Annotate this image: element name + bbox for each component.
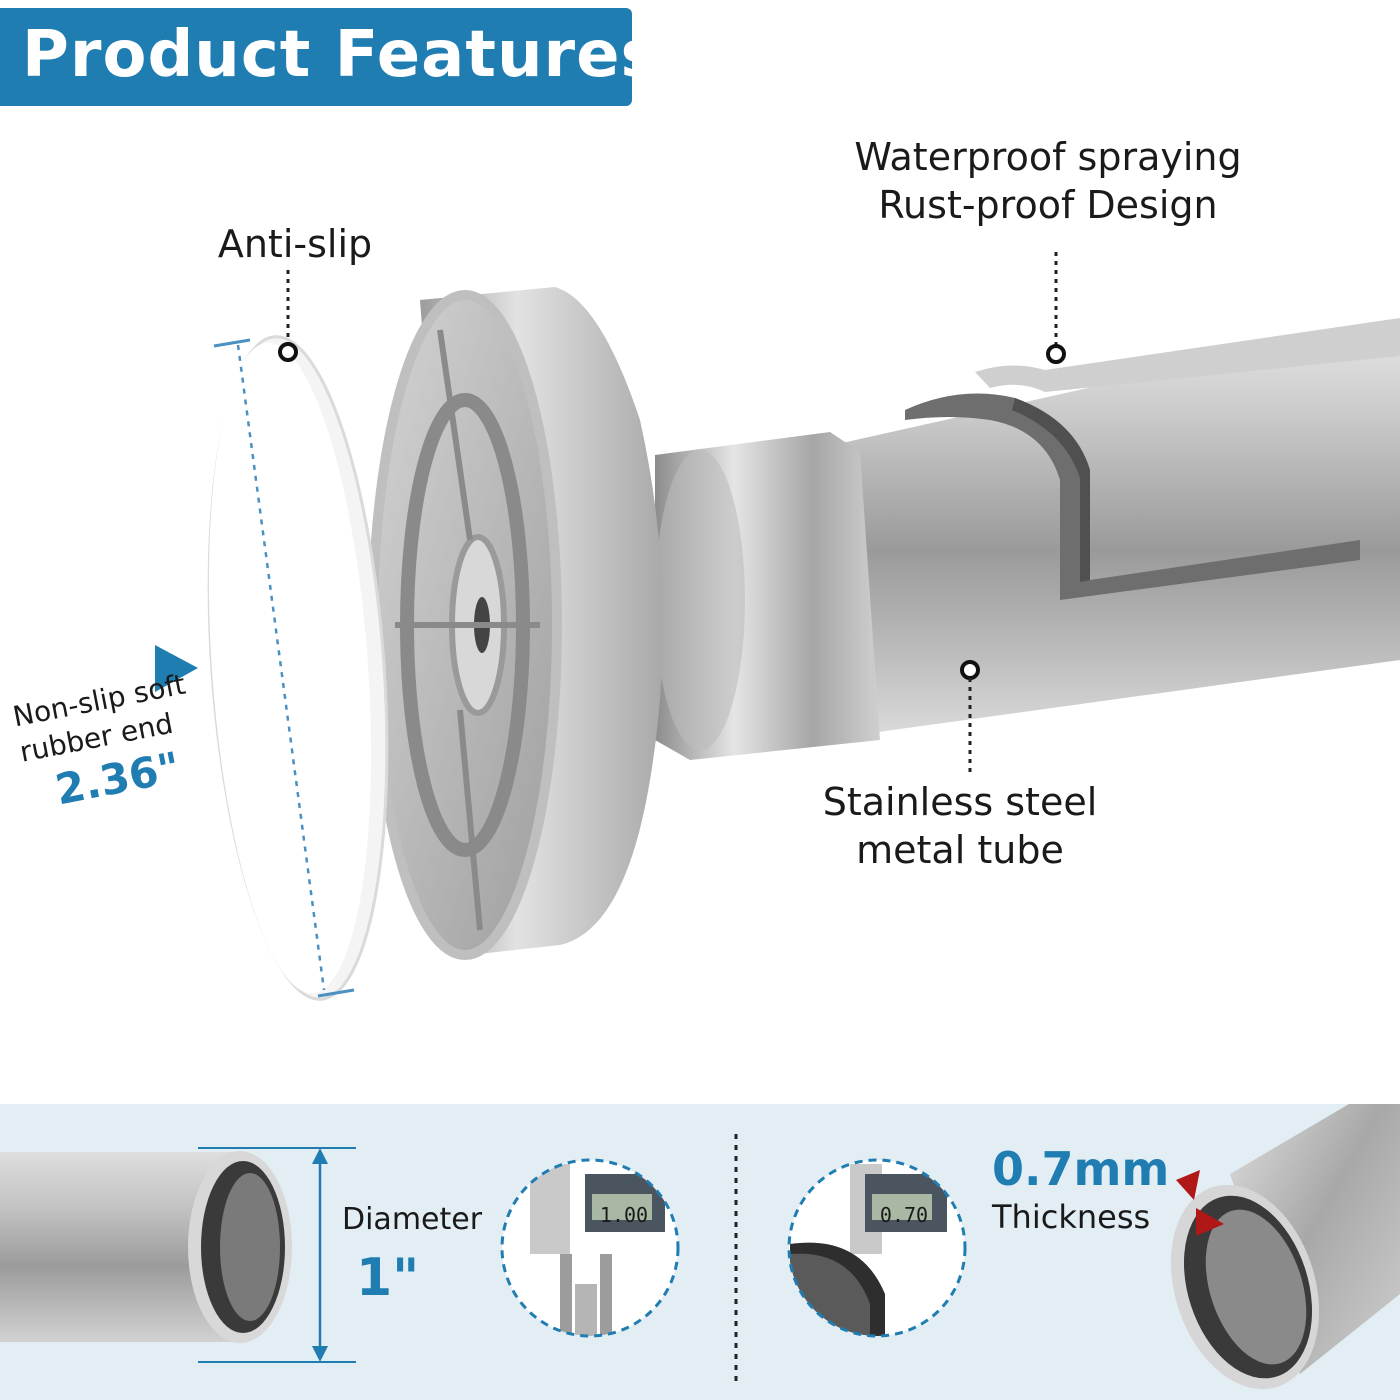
spec-illustrations — [0, 1104, 1400, 1390]
caliper-detail-2 — [787, 1158, 967, 1338]
tube-marker — [960, 660, 980, 680]
page-title: Product Features — [22, 18, 660, 92]
diameter-value: 1" — [356, 1248, 420, 1308]
thickness-label: Thickness — [992, 1198, 1151, 1236]
collar — [655, 432, 880, 760]
caliper-2-reading: 0.70 — [879, 1203, 929, 1227]
red-triangle-icon — [1176, 1170, 1200, 1200]
end-cap — [368, 287, 663, 960]
red-triangle-icon — [1196, 1208, 1224, 1236]
rubber-pad — [207, 335, 389, 1001]
tube-end-right — [1170, 1104, 1400, 1390]
anti-slip-marker — [278, 342, 298, 362]
header-badge — [0, 8, 632, 106]
anti-slip-label: Anti-slip — [217, 222, 373, 266]
blue-triangle-icon — [155, 645, 198, 692]
tube-end-left — [0, 1151, 292, 1343]
thickness-value: 0.7mm — [992, 1142, 1170, 1196]
waterproof-label-line2: Rust-proof Design — [878, 183, 1218, 227]
stainless-label-line1: Stainless steel — [822, 780, 1098, 824]
product-illustration — [155, 252, 1400, 1001]
coating-marker — [1046, 344, 1066, 364]
caliper-1-reading: 1.00 — [599, 1203, 649, 1227]
caliper-detail-1 — [500, 1158, 680, 1338]
diameter-label: Diameter — [342, 1202, 483, 1237]
waterproof-label-line1: Waterproof spraying — [854, 135, 1242, 179]
stainless-label-line2: metal tube — [856, 828, 1064, 872]
metal-tube — [820, 318, 1400, 740]
